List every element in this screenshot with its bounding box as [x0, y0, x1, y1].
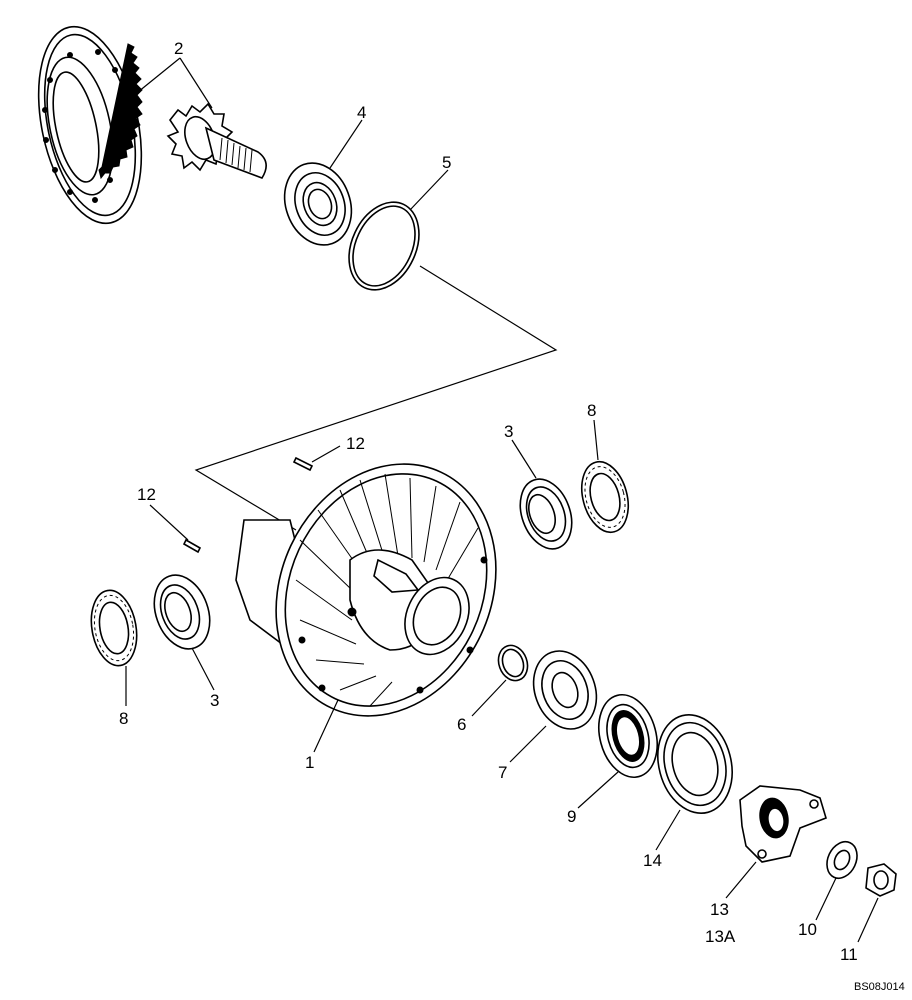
callout-14: 14 — [643, 851, 662, 870]
callout-5: 5 — [442, 153, 451, 172]
callout-3-right: 3 — [504, 422, 513, 441]
callout-1: 1 — [305, 753, 314, 772]
callout-13: 13 — [710, 900, 729, 919]
callout-4: 4 — [357, 103, 366, 122]
callout-12-lower: 12 — [137, 485, 156, 504]
washer — [826, 840, 858, 880]
snap-ring — [497, 644, 529, 682]
oil-seal — [598, 693, 658, 779]
pinion-bearing — [283, 162, 353, 246]
callout-3-left: 3 — [210, 691, 219, 710]
callout-9: 9 — [567, 807, 576, 826]
dust-shield — [657, 714, 733, 814]
callout-11: 11 — [840, 945, 858, 964]
yoke — [739, 785, 827, 863]
assembly-leader — [194, 265, 558, 531]
bearing-left — [153, 574, 211, 650]
differential-housing — [235, 463, 497, 717]
adjusting-nut-left — [90, 589, 138, 667]
hex-nut — [865, 863, 897, 897]
callout-6: 6 — [457, 715, 466, 734]
callout-10: 10 — [798, 920, 817, 939]
drawing-code: BS08J014 — [854, 981, 905, 993]
bearing-right — [519, 478, 573, 550]
pin-lower — [182, 538, 202, 554]
adjusting-nut-right — [580, 460, 630, 534]
callout-7: 7 — [498, 763, 507, 782]
callout-8-left: 8 — [119, 709, 128, 728]
output-bearing — [532, 650, 598, 730]
shim-ring — [348, 201, 420, 291]
callout-12-upper: 12 — [346, 434, 365, 453]
callout-13a: 13A — [705, 927, 736, 946]
ring-gear — [37, 25, 143, 225]
pin-upper — [292, 456, 314, 472]
callout-8-right: 8 — [587, 401, 596, 420]
pinion-gear — [166, 102, 267, 179]
callout-2: 2 — [174, 39, 183, 58]
leader-lines — [125, 57, 879, 943]
